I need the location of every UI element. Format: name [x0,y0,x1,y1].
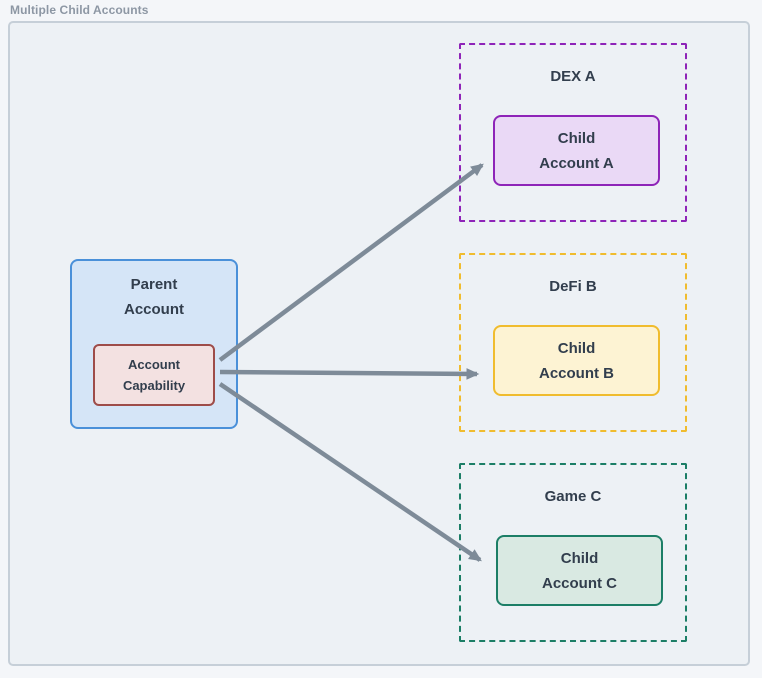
group-dex-a: DEX A [459,43,687,222]
parent-account-label-line1: Parent [130,276,178,293]
child-account-a-node: Child Account A [493,115,660,186]
parent-account-label-line2: Account [124,301,184,318]
child-account-b-line1: Child [557,339,596,357]
child-account-b-line2: Account B [539,364,614,382]
child-account-a-line2: Account A [539,154,614,172]
child-account-c-line1: Child [560,549,599,567]
group-dex-a-label: DEX A [550,68,596,85]
diagram-title: Multiple Child Accounts [10,3,149,17]
child-account-a-line1: Child [557,129,596,147]
child-account-c-line2: Account C [542,574,617,592]
group-defi-b-label: DeFi B [549,278,597,295]
group-game-c-label: Game C [544,488,602,505]
child-account-c-node: Child Account C [496,535,663,606]
child-account-b-node: Child Account B [493,325,660,396]
account-capability-node: Account Capability [93,344,215,406]
account-capability-label-line2: Capability [122,378,186,393]
account-capability-label-line1: Account [128,357,180,372]
